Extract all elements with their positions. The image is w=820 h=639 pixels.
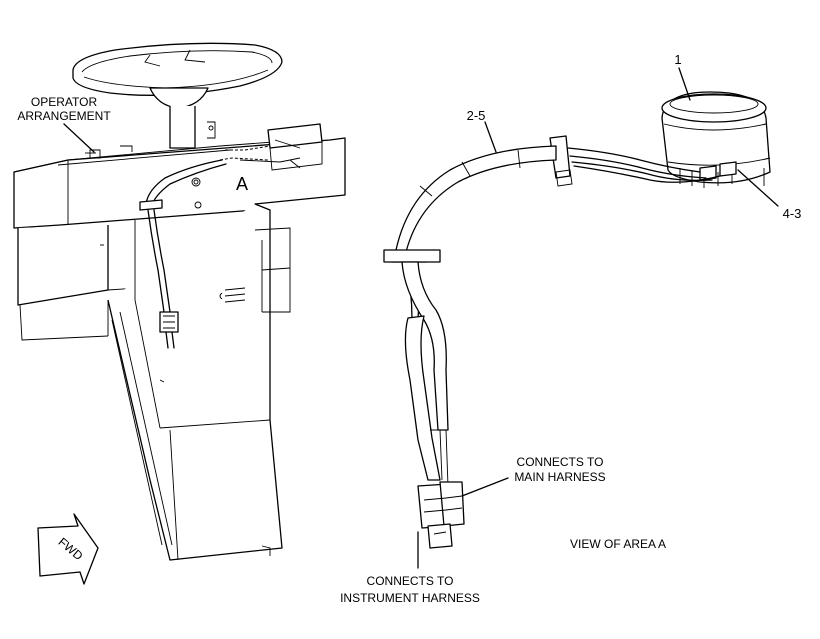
callout-1: 1 [674, 52, 681, 67]
callout-2-5: 2-5 [467, 108, 486, 123]
operator-arrangement-leader [63, 123, 95, 153]
operator-arrangement-drawing [13, 42, 346, 585]
view-of-area-a-drawing [383, 67, 779, 569]
leader-lines [417, 67, 779, 569]
fwd-arrow [37, 513, 99, 585]
machine-body [17, 203, 291, 561]
instrument-harness-label-line1: CONNECTS TO [367, 574, 454, 588]
main-harness-label-line2: MAIN HARNESS [514, 470, 605, 484]
main-harness-label-line1: CONNECTS TO [517, 455, 604, 469]
operator-arrangement-label-line2: ARRANGEMENT [17, 109, 111, 123]
view-of-area-a-caption: VIEW OF AREA A [570, 537, 666, 551]
wiring-harness [383, 135, 721, 549]
instrument-cluster [661, 91, 771, 188]
area-a-marker: A [236, 174, 248, 194]
operator-arrangement-label-line1: OPERATOR [31, 95, 98, 109]
callout-4-3: 4-3 [783, 206, 802, 221]
dash-panel [13, 123, 346, 229]
instrument-harness-label-line2: INSTRUMENT HARNESS [340, 591, 480, 605]
steering-wheel [72, 42, 283, 149]
